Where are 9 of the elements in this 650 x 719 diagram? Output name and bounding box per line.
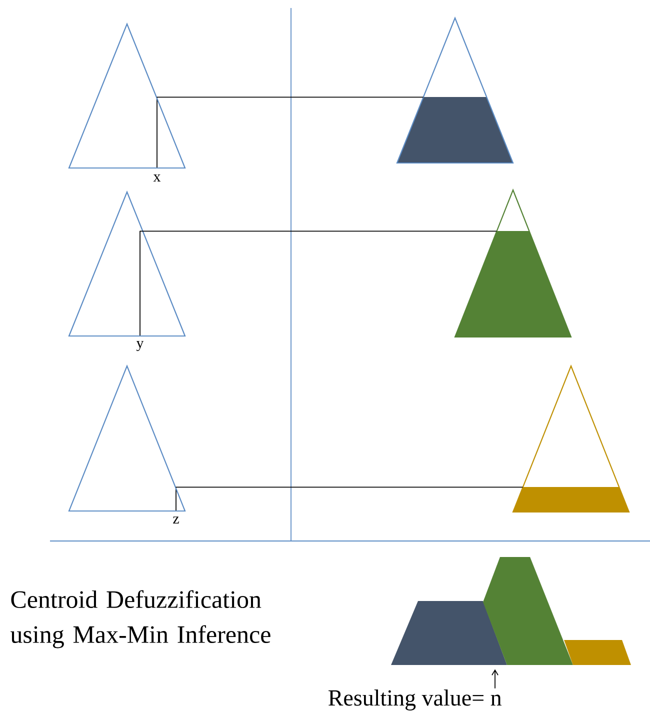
axis-label: y	[136, 340, 144, 352]
axis-label: x	[153, 174, 161, 182]
leader-arrow	[492, 669, 498, 689]
connector-line	[156, 96, 424, 98]
caption-text: Centroid Defuzzification using Max-Min Inference	[10, 590, 270, 648]
connector-line	[175, 486, 524, 488]
fuzzy-sets-drawing	[391, 557, 631, 665]
result-text: Resulting value= n	[328, 690, 502, 710]
connector-line	[139, 230, 498, 232]
